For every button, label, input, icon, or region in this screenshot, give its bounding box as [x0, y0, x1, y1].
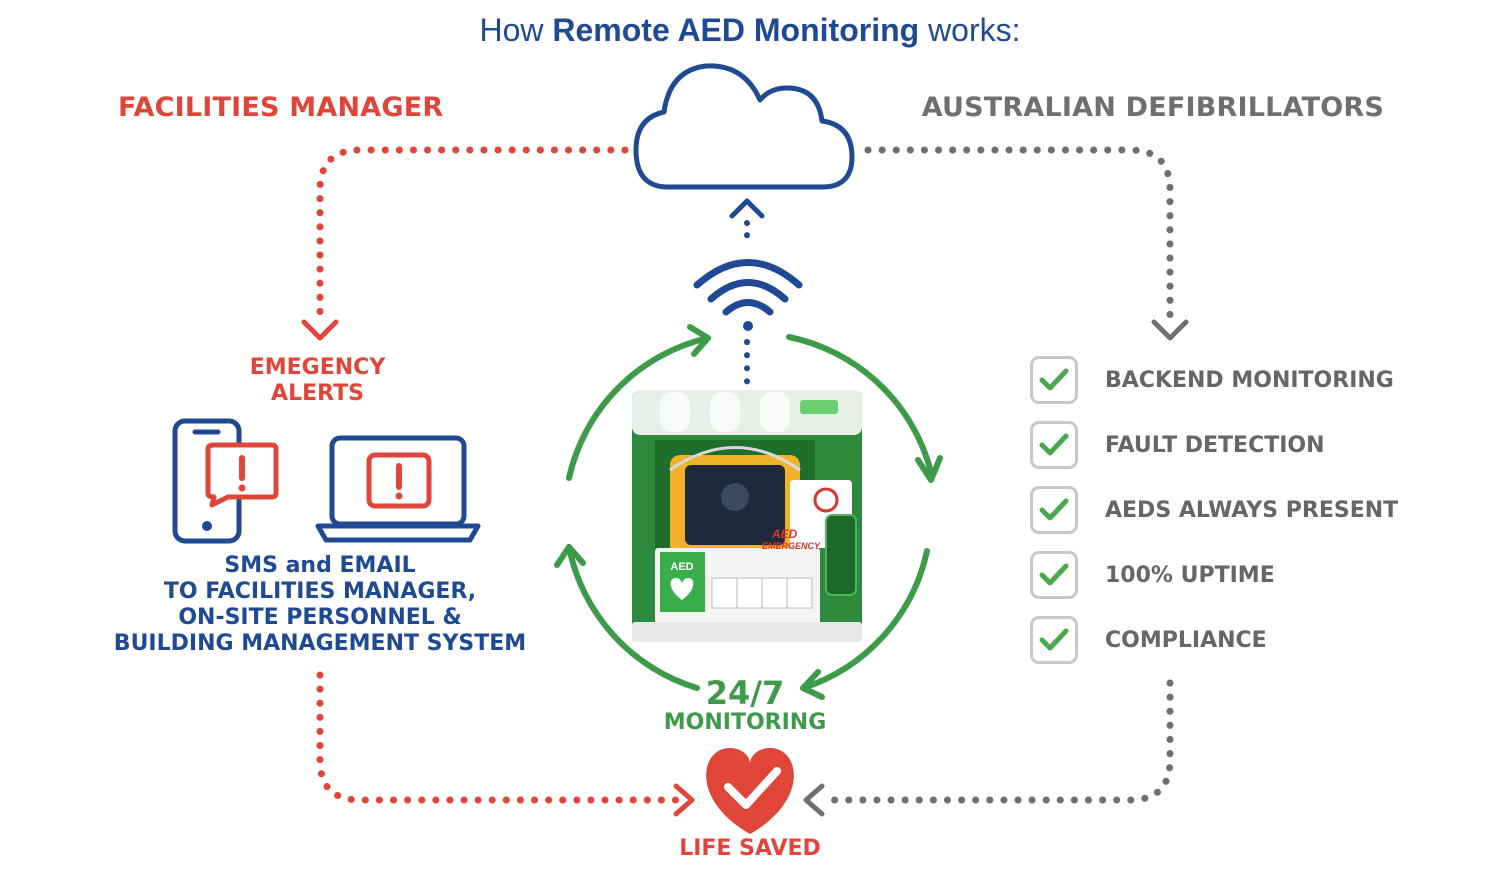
emergency-alerts-label: EMEGENCY ALERTS	[215, 355, 420, 407]
checklist-label: FAULT DETECTION	[1105, 432, 1325, 458]
checklist-item: FAULT DETECTION	[1030, 419, 1410, 471]
heart-check-icon	[706, 748, 794, 834]
gray-arrow-down	[1151, 319, 1189, 341]
checklist-item: BACKEND MONITORING	[1030, 354, 1410, 406]
checkmark-icon	[1039, 433, 1069, 456]
title-suffix: works:	[919, 12, 1021, 48]
laptop-alert-icon	[315, 435, 481, 543]
aed-brand-line1: AED	[771, 527, 798, 541]
gray-flow-top	[864, 146, 1174, 319]
red-arrow-right	[673, 783, 695, 817]
aed-cabinet-image: AED AED EMERGENCY	[632, 390, 862, 642]
alerts-line-2: ALERTS	[271, 381, 364, 406]
check-box	[1030, 486, 1078, 534]
cloud-icon	[633, 63, 855, 190]
sms-line-4: BUILDING MANAGEMENT SYSTEM	[113, 631, 527, 656]
facilities-manager-heading: FACILITIES MANAGER	[118, 92, 444, 123]
alerts-line-1: EMEGENCY	[249, 355, 386, 380]
checklist-item: 100% UPTIME	[1030, 549, 1410, 601]
check-box	[1030, 616, 1078, 664]
checklist-label: COMPLIANCE	[1105, 627, 1267, 653]
sms-line-1: SMS and EMAIL	[224, 553, 416, 578]
wifi-icon	[693, 259, 803, 331]
phone-alert-icon	[172, 418, 279, 544]
page-title: How Remote AED Monitoring works:	[0, 12, 1500, 49]
check-box	[1030, 421, 1078, 469]
red-arrow-down	[301, 319, 339, 341]
checkmark-icon	[1039, 368, 1069, 391]
sms-line-3: ON-SITE PERSONNEL &	[178, 605, 462, 630]
checklist-label: AEDS ALWAYS PRESENT	[1105, 497, 1399, 523]
checklist-label: 100% UPTIME	[1105, 562, 1275, 588]
sms-email-description: SMS and EMAIL TO FACILITIES MANAGER, ON-…	[100, 553, 540, 657]
check-box	[1030, 551, 1078, 599]
aed-brand-line2: EMERGENCY	[762, 541, 821, 551]
monitoring-small: MONITORING	[663, 710, 827, 735]
checklist-item: COMPLIANCE	[1030, 614, 1410, 666]
checkmark-icon	[1039, 563, 1069, 586]
gray-flow-bottom	[818, 679, 1174, 804]
red-flow-top	[316, 146, 629, 322]
monitoring-cycle-arrows	[554, 324, 943, 700]
monitoring-big: 24/7	[705, 674, 785, 712]
aed-label: AED	[670, 561, 693, 573]
check-box	[1030, 356, 1078, 404]
sms-line-2: TO FACILITIES MANAGER,	[163, 579, 477, 604]
checklist-label: BACKEND MONITORING	[1105, 367, 1394, 393]
navy-arrow-up	[729, 198, 765, 219]
checkmark-icon	[1039, 628, 1069, 651]
monitoring-label: 24/7 MONITORING	[640, 676, 850, 736]
service-checklist: BACKEND MONITORING FAULT DETECTION AEDS …	[1030, 354, 1410, 679]
red-flow-bottom	[316, 671, 684, 804]
australian-defibrillators-heading: AUSTRALIAN DEFIBRILLATORS	[921, 92, 1384, 123]
life-saved-label: LIFE SAVED	[679, 836, 821, 861]
title-emphasis: Remote AED Monitoring	[552, 12, 920, 48]
title-prefix: How	[479, 12, 553, 48]
gray-arrow-left	[803, 783, 825, 817]
checklist-item: AEDS ALWAYS PRESENT	[1030, 484, 1410, 536]
checkmark-icon	[1039, 498, 1069, 521]
